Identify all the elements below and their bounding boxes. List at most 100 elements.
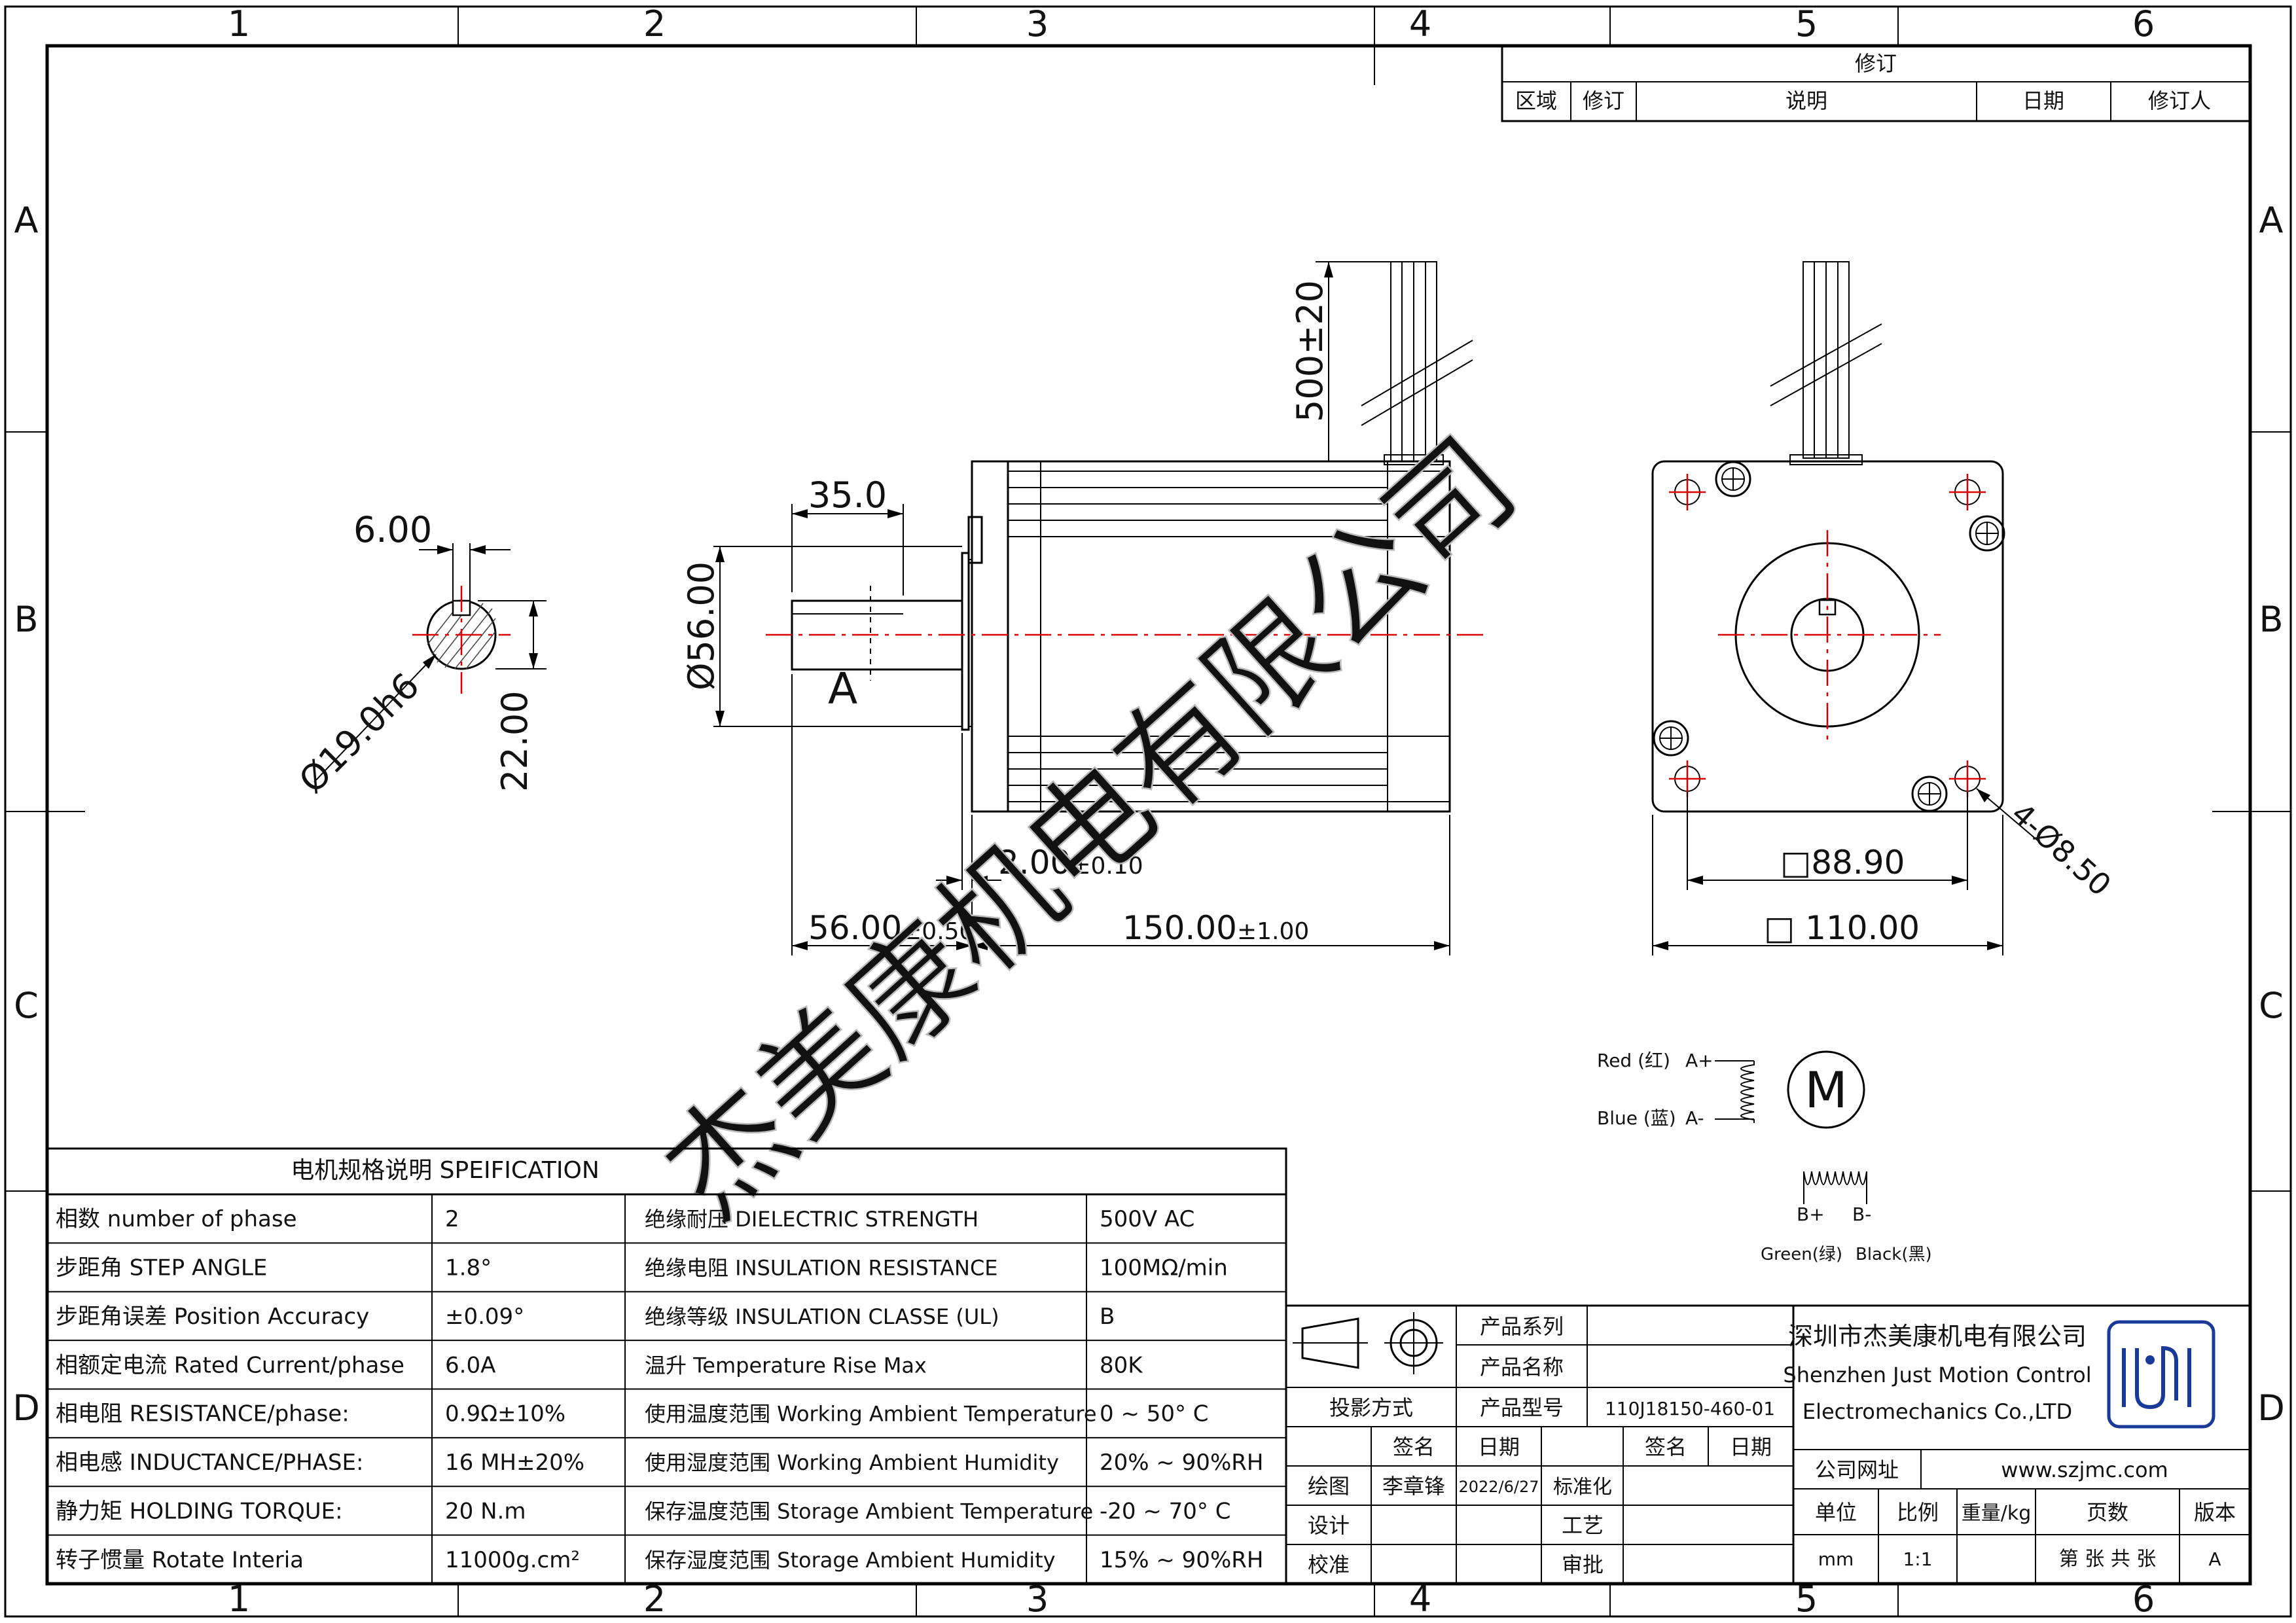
sign-label: 签名 — [1393, 1435, 1435, 1459]
col-label-4-bottom: 4 — [1409, 1578, 1431, 1620]
wire-a-plus: A+ — [1685, 1050, 1713, 1071]
coil-a — [1740, 1061, 1755, 1123]
spec-cell-r3-c3: 80K — [1100, 1352, 1143, 1378]
sign-label-2: 签名 — [1645, 1435, 1687, 1459]
wire-a-plus-color: Red (红) — [1597, 1050, 1670, 1071]
col-label-6-bottom: 6 — [2132, 1578, 2155, 1620]
spec-cell-r5-c0: 相电感 INDUCTANCE/PHASE: — [56, 1450, 363, 1476]
drawn-label: 绘图 — [1308, 1474, 1350, 1499]
spec-cell-r2-c2: 绝缘等级 INSULATION CLASSE (UL) — [645, 1304, 999, 1329]
wire-b-plus: B+ — [1797, 1204, 1825, 1225]
motor-symbol-circle — [1787, 1050, 1865, 1129]
version-label: 版本 — [2194, 1500, 2236, 1525]
revision-title: 修订 — [1855, 51, 1897, 76]
spec-cell-r2-c1: ±0.09° — [445, 1304, 524, 1330]
screw-bottom — [1911, 776, 1948, 812]
col-label-3-bottom: 3 — [1026, 1578, 1049, 1620]
spec-cell-r0-c1: 2 — [445, 1206, 459, 1232]
spec-cell-r6-c0: 静力矩 HOLDING TORQUE: — [56, 1498, 343, 1524]
process-label: 工艺 — [1562, 1513, 1604, 1538]
mounting-hole-bl — [1669, 760, 1706, 797]
col-label-2-bottom: 2 — [643, 1578, 666, 1620]
motor-side-view: 500±20 35.0 Ø56.00 A 2.00±0.10 56.00±0.5 — [681, 261, 1486, 955]
product-name-label: 产品名称 — [1480, 1355, 1564, 1380]
row-label-a-right: A — [2259, 200, 2284, 241]
unit-label: 单位 — [1815, 1500, 1857, 1525]
projection-label: 投影方式 — [1329, 1395, 1413, 1420]
motor-front-view: □88.90 □ 110.00 4-Ø8.50 — [1651, 261, 2118, 955]
spec-cell-r4-c0: 相电阻 RESISTANCE/phase: — [56, 1401, 350, 1427]
company-logo — [2107, 1320, 2215, 1429]
screw-left — [1653, 720, 1689, 757]
section-label-a: A — [828, 664, 857, 714]
spec-cell-r4-c3: 0 ~ 50° C — [1100, 1401, 1209, 1427]
dim-flange-diameter: Ø56.00 — [681, 562, 722, 690]
row-label-d-right: D — [2257, 1387, 2285, 1429]
col-label-1: 1 — [228, 3, 250, 45]
wire-b-minus: B- — [1852, 1204, 1871, 1225]
row-label-a: A — [14, 200, 39, 241]
date-label-2: 日期 — [1730, 1435, 1772, 1459]
pages-value: 第 张 共 张 — [2059, 1548, 2157, 1571]
spec-cell-r7-c1: 11000g.cm² — [445, 1547, 580, 1573]
wire-a-minus-color: Blue (蓝) — [1597, 1107, 1676, 1129]
dim-key-width: 6.00 — [353, 509, 432, 550]
col-label-5: 5 — [1795, 3, 1818, 45]
check-label: 校准 — [1308, 1552, 1350, 1577]
projection-symbol — [1293, 1312, 1443, 1374]
spec-cell-r6-c3: -20 ~ 70° C — [1100, 1498, 1230, 1524]
company-name-en-1: Shenzhen Just Motion Control — [1783, 1363, 2091, 1387]
product-model-value: 110J18150-460-01 — [1605, 1398, 1775, 1419]
spec-cell-r1-c1: 1.8° — [445, 1255, 492, 1281]
row-label-b-right: B — [2259, 599, 2283, 640]
revision-header-rev: 修订 — [1583, 88, 1624, 113]
drawn-date: 2022/6/27 — [1458, 1478, 1539, 1496]
dim-shaft-diameter: Ø19.0h6 — [291, 665, 427, 801]
spec-cell-r7-c0: 转子惯量 Rotate Interia — [56, 1547, 304, 1573]
dim-key-height: 22.00 — [494, 690, 535, 792]
spec-cell-r6-c2: 保存温度范围 Storage Ambient Temperature — [645, 1499, 1093, 1524]
spec-cell-r1-c0: 步距角 STEP ANGLE — [56, 1255, 267, 1281]
standard-label: 标准化 — [1553, 1476, 1612, 1499]
row-label-b: B — [14, 599, 38, 640]
col-label-4: 4 — [1409, 3, 1431, 45]
spec-table-title: 电机规格说明 SPEIFICATION — [291, 1157, 600, 1184]
unit-value: mm — [1818, 1548, 1854, 1570]
spec-cell-r5-c3: 20% ~ 90%RH — [1100, 1450, 1263, 1476]
revision-header-desc: 说明 — [1785, 88, 1827, 113]
section-hatching — [427, 601, 496, 669]
website: www.szjmc.com — [2001, 1457, 2168, 1482]
dim-shaft-length: 35.0 — [808, 474, 887, 516]
dim-body-square: □ 110.00 — [1764, 909, 1920, 947]
spec-cell-r0-c2: 绝缘耐压 DIELECTRIC STRENGTH — [645, 1207, 978, 1232]
col-label-5-bottom: 5 — [1795, 1578, 1818, 1620]
scale-value: 1:1 — [1903, 1548, 1932, 1570]
dim-hole-spacing: □88.90 — [1780, 844, 1905, 882]
product-series-label: 产品系列 — [1480, 1314, 1564, 1339]
spec-cell-r5-c2: 使用湿度范围 Working Ambient Humidity — [645, 1450, 1059, 1475]
screw-right — [1969, 515, 2005, 552]
spec-cell-r3-c0: 相额定电流 Rated Current/phase — [56, 1352, 404, 1378]
wiring-diagram: Red (红) A+ Blue (蓝) A- M B+ B- Green(绿) … — [1597, 1050, 1932, 1264]
dim-shaft-extension: 56.00±0.50 — [808, 909, 974, 947]
spec-cell-r4-c2: 使用温度范围 Working Ambient Temperature — [645, 1402, 1097, 1427]
spec-cell-r3-c2: 温升 Temperature Rise Max — [645, 1353, 927, 1378]
shaft-section-view: 6.00 22.00 Ø19.0h6 — [291, 509, 547, 801]
company-name-cn: 深圳市杰美康机电有限公司 — [1788, 1322, 2087, 1351]
revision-header-reviser: 修订人 — [2148, 88, 2211, 113]
spec-cell-r3-c1: 6.0A — [445, 1352, 495, 1378]
revision-table: 修订 区域 修订 说明 日期 修订人 — [1501, 45, 2251, 122]
mounting-hole-tr — [1949, 474, 1986, 510]
spec-cell-r7-c2: 保存湿度范围 Storage Ambient Humidity — [645, 1548, 1056, 1573]
product-model-label: 产品型号 — [1480, 1395, 1564, 1420]
title-block: 投影方式 产品系列 产品名称 产品型号 110J18150-460-01 签名 … — [1285, 1304, 2251, 1585]
row-label-c-right: C — [2259, 985, 2284, 1026]
dim-mounting-holes: 4-Ø8.50 — [2005, 796, 2118, 903]
spec-cell-r4-c1: 0.9Ω±10% — [445, 1401, 565, 1427]
date-label: 日期 — [1478, 1435, 1520, 1459]
spec-cell-r1-c3: 100MΩ/min — [1100, 1255, 1228, 1281]
coil-b — [1803, 1171, 1867, 1204]
spec-cell-r6-c1: 20 N.m — [445, 1498, 526, 1524]
wire-b-minus-color: Black(黑) — [1856, 1245, 1932, 1264]
